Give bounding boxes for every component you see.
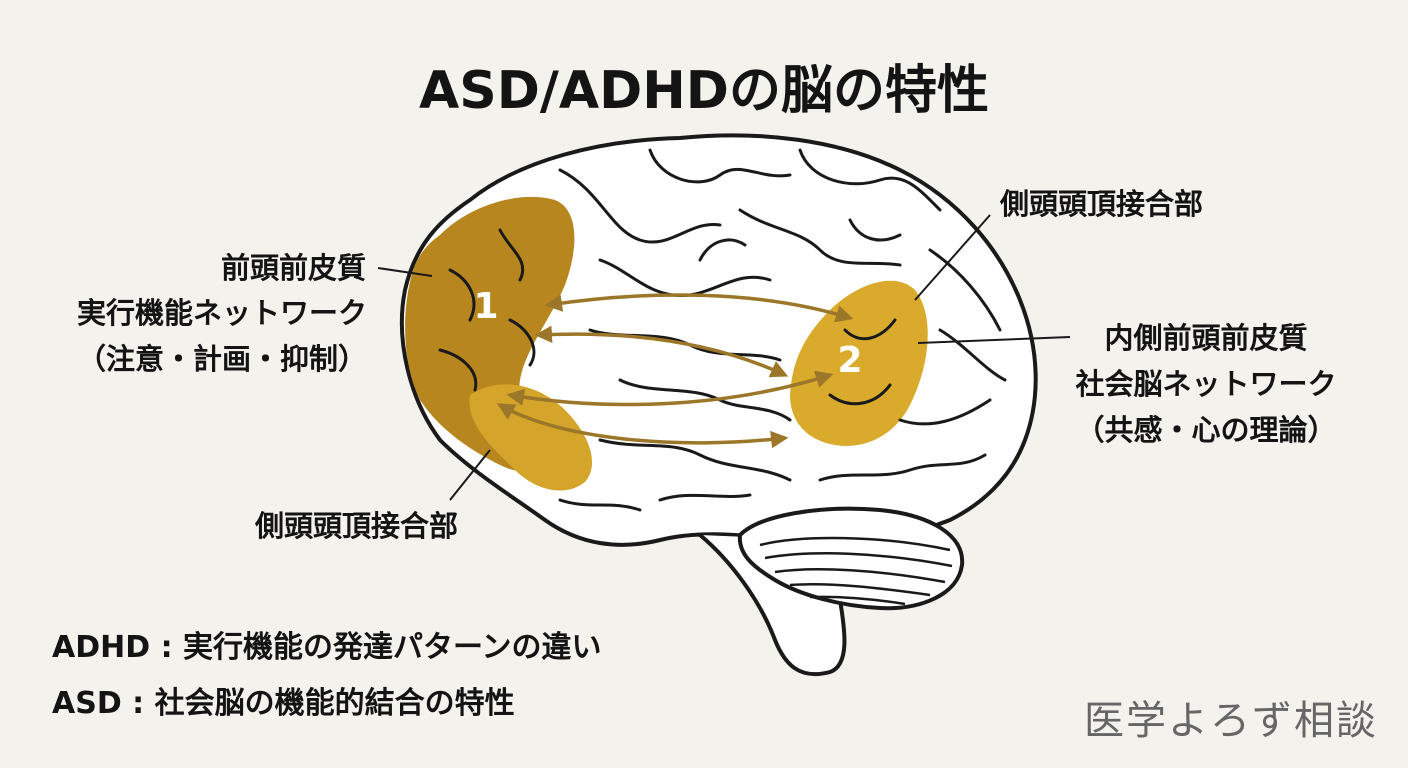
leader-temporal-upper (914, 214, 991, 301)
leader-temporal-lower (449, 449, 491, 501)
region-number-2: 2 (837, 340, 862, 381)
leader-medial (917, 336, 1071, 344)
medial-functions: （共感・心の理論） (1075, 413, 1337, 447)
medial-network: 社会脳ネットワーク (1075, 367, 1337, 401)
arrow-connection-2 (534, 325, 789, 378)
frontal-name: 前頭前皮質 (220, 251, 366, 285)
arrow-connection-1 (544, 293, 854, 323)
frontal-network-group: 実行機能ネットワーク （注意・計画・抑制） (52, 293, 392, 379)
connection-arrows (496, 293, 854, 449)
frontal-region-highlight (405, 196, 575, 472)
cerebellum-folds (759, 536, 953, 606)
frontal-label-group: 前頭前皮質 (221, 248, 370, 288)
watermark-logo: 医学よろず相談 (1084, 698, 1378, 744)
temporal-upper-label: 側頭頭頂接合部 (1000, 187, 1204, 221)
frontal-functions: （注意・計画・抑制） (76, 342, 367, 376)
cerebellum (737, 506, 965, 611)
temporal-lower-label: 側頭頭頂接合部 (255, 509, 459, 543)
leader-lines (377, 214, 1071, 501)
region-number-1: 1 (473, 286, 498, 327)
frontal-network: 実行機能ネットワーク (76, 296, 367, 330)
legend-asd: ASD : 社会脳の機能的結合の特性 (52, 686, 515, 721)
page-title: ASD/ADHDの脳の特性 (419, 61, 989, 121)
arrow-connection-4 (496, 403, 789, 449)
legend-adhd: ADHD : 実行機能の発達パターンの違い (52, 630, 602, 665)
leader-frontal (377, 267, 433, 277)
medial-name: 内側前頭前皮質 (1104, 321, 1308, 355)
medial-label-group: 内側前頭前皮質 社会脳ネットワーク （共感・心の理論） (1046, 318, 1366, 450)
